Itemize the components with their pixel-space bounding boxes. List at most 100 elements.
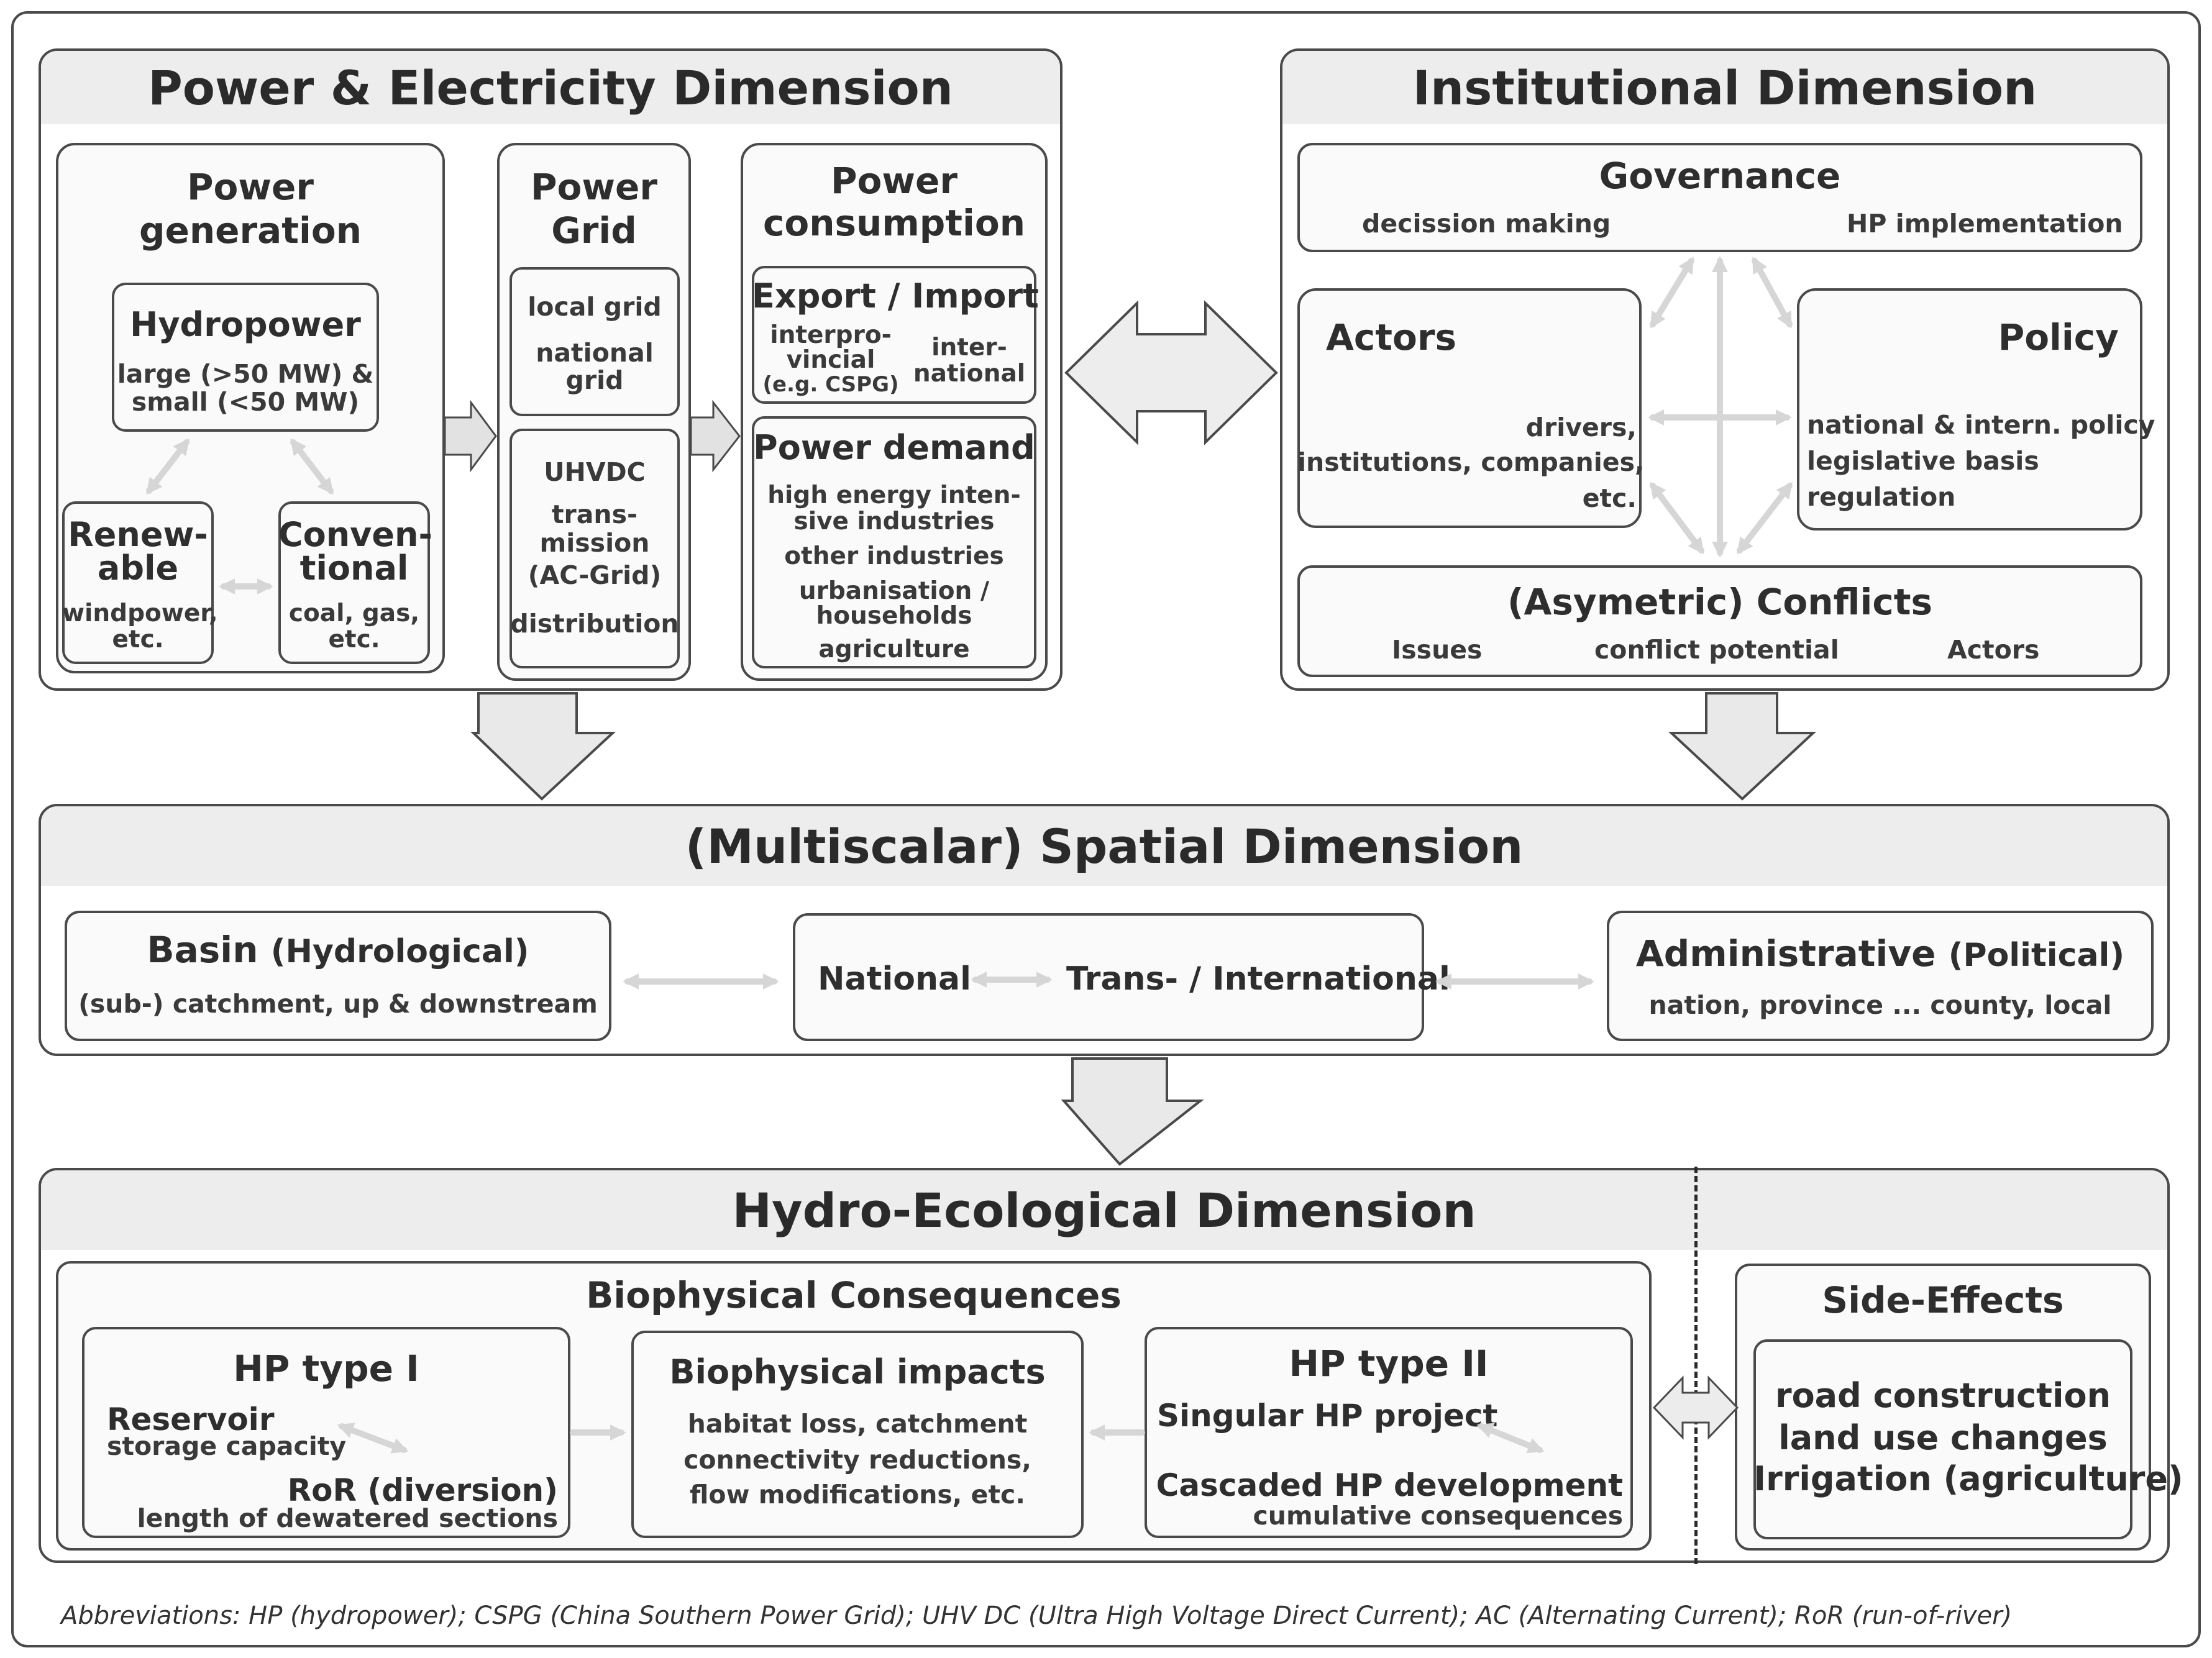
interprovincial-2: vincial (786, 346, 875, 374)
reservoir-label: Reservoir (107, 1401, 275, 1437)
national-box (793, 913, 1424, 1041)
biophysical-impacts-title: Biophysical impacts (669, 1352, 1046, 1392)
conventional-title-1: Conven- (278, 515, 432, 554)
national-grid-label-2: grid (565, 365, 624, 395)
storage-capacity-label: storage capacity (107, 1431, 347, 1461)
export-import-box (752, 266, 1036, 404)
actors-line-3: etc. (1582, 483, 1637, 513)
singular-hp-label: Singular HP project (1157, 1398, 1498, 1434)
administrative-title-bold: Administrative (1635, 932, 1936, 975)
power-grid-title-2: Grid (551, 209, 637, 252)
basin-subtitle: (sub-) catchment, up & downstream (78, 989, 598, 1019)
transmission-label-3: (AC-Grid) (528, 560, 662, 590)
national-label: National (818, 960, 971, 998)
governance-decision: decission making (1362, 209, 1611, 239)
power-consumption-title-2: consumption (762, 202, 1026, 244)
local-grid-label: local grid (528, 292, 662, 322)
hydropower-title: Hydropower (130, 305, 361, 344)
power-demand-box (752, 416, 1036, 668)
arrow-reservoir-ror (337, 1423, 409, 1454)
demand-line-2: sive industries (793, 508, 995, 535)
cascaded-hp-label: Cascaded HP development (1156, 1467, 1623, 1503)
renewable-line-1: windpower, (62, 599, 218, 627)
basin-title: Basin (Hydrological) (65, 932, 611, 968)
policy-line-2: legislative basis (1807, 446, 2039, 476)
hp-type2-title: HP type II (1289, 1342, 1489, 1385)
conventional-line-1: coal, gas, (288, 599, 420, 627)
arrow-grid-to-consumption (690, 399, 741, 473)
conflicts-potential: conflict potential (1594, 635, 1839, 665)
actors-title: Actors (1326, 316, 1456, 358)
international-1: inter- (931, 334, 1007, 362)
renewable-line-2: etc. (112, 626, 164, 654)
spatial-title: (Multiscalar) Spatial Dimension (41, 806, 2167, 886)
power-demand-title: Power demand (753, 428, 1035, 467)
impacts-line-3: flow modifications, etc. (690, 1480, 1025, 1510)
arrow-singular-cascaded (1476, 1423, 1545, 1454)
basin-title-bold: Basin (147, 929, 258, 971)
demand-line-1: high energy inten- (767, 481, 1021, 509)
hydropower-box (112, 283, 379, 432)
policy-line-3: regulation (1807, 482, 1956, 512)
down-arrow-institutional-to-spatial (1668, 692, 1817, 801)
arrow-hydro-renewable (146, 438, 190, 495)
side-effect-1: road construction (1775, 1376, 2111, 1415)
actors-line-2: institutions, companies, (1297, 447, 1645, 477)
down-arrow-power-to-spatial (470, 692, 616, 801)
renewable-title-2: able (97, 549, 179, 588)
demand-line-5: households (816, 602, 972, 630)
hydropower-line-1: large (>50 MW) & (117, 359, 374, 389)
arrow-gov-actors (1650, 257, 1694, 329)
conflicts-title: (Asymetric) Conflicts (1507, 581, 1932, 623)
demand-line-4: urbanisation / (798, 577, 990, 605)
impacts-line-2: connectivity reductions, (683, 1445, 1031, 1475)
power-consumption-title-1: Power (831, 160, 957, 202)
interprovincial-1: interpro- (770, 321, 892, 349)
dewatered-label: length of dewatered sections (137, 1503, 558, 1533)
side-effects-title: Side-Effects (1822, 1279, 2064, 1321)
side-effect-2: land use changes (1778, 1418, 2108, 1457)
conflicts-issues: Issues (1392, 635, 1483, 665)
impacts-line-1: habitat loss, catchment (687, 1409, 1028, 1439)
administrative-box (1607, 911, 2154, 1041)
arrow-gov-policy (1752, 257, 1793, 329)
basin-box (65, 911, 611, 1041)
uhvdc-label: UHVDC (544, 457, 646, 487)
governance-box (1297, 143, 2142, 252)
abbreviations-footnote: Abbreviations: HP (hydropower); CSPG (Ch… (61, 1601, 2013, 1630)
dashed-divider (1694, 1167, 1698, 1564)
interprovincial-3: (e.g. CSPG) (762, 372, 899, 397)
transmission-label-1: trans- (551, 499, 638, 529)
policy-title: Policy (1998, 316, 2119, 358)
governance-implementation: HP implementation (1847, 209, 2123, 239)
power-generation-title-1: Power (187, 166, 314, 208)
conventional-line-2: etc. (328, 626, 380, 654)
national-grid-label-1: national (536, 338, 654, 368)
conventional-title-2: tional (299, 549, 409, 588)
conflicts-actors: Actors (1947, 635, 2040, 665)
side-effect-3: Irrigation (agriculture) (1753, 1459, 2183, 1498)
export-import-title: Export / Import (752, 276, 1039, 316)
arrow-generation-to-grid (444, 399, 497, 473)
double-arrow-power-institutional (1064, 300, 1278, 445)
basin-title-light: (Hydrological) (270, 933, 529, 970)
demand-line-6: agriculture (818, 635, 970, 663)
biophysical-impacts-box (631, 1331, 1084, 1538)
arrow-hydro-conventional (290, 438, 334, 495)
ror-label: RoR (diversion) (287, 1472, 558, 1508)
double-arrow-bio-side (1652, 1375, 1739, 1440)
institutional-title: Institutional Dimension (1282, 51, 2167, 124)
actors-line-1: drivers, (1525, 412, 1637, 442)
actors-box (1297, 288, 1642, 528)
demand-line-3: other industries (784, 542, 1004, 570)
power-electricity-title: Power & Electricity Dimension (41, 51, 1060, 124)
biophysical-consequences-title: Biophysical Consequences (586, 1274, 1122, 1316)
administrative-title-light: (Political) (1948, 937, 2125, 974)
conflicts-box (1297, 565, 2142, 677)
hp-type2-box (1145, 1327, 1633, 1538)
hydro-ecological-title: Hydro-Ecological Dimension (41, 1170, 2167, 1250)
grid-uhvdc-box (510, 429, 680, 668)
administrative-title: Administrative (Political) (1607, 936, 2154, 972)
